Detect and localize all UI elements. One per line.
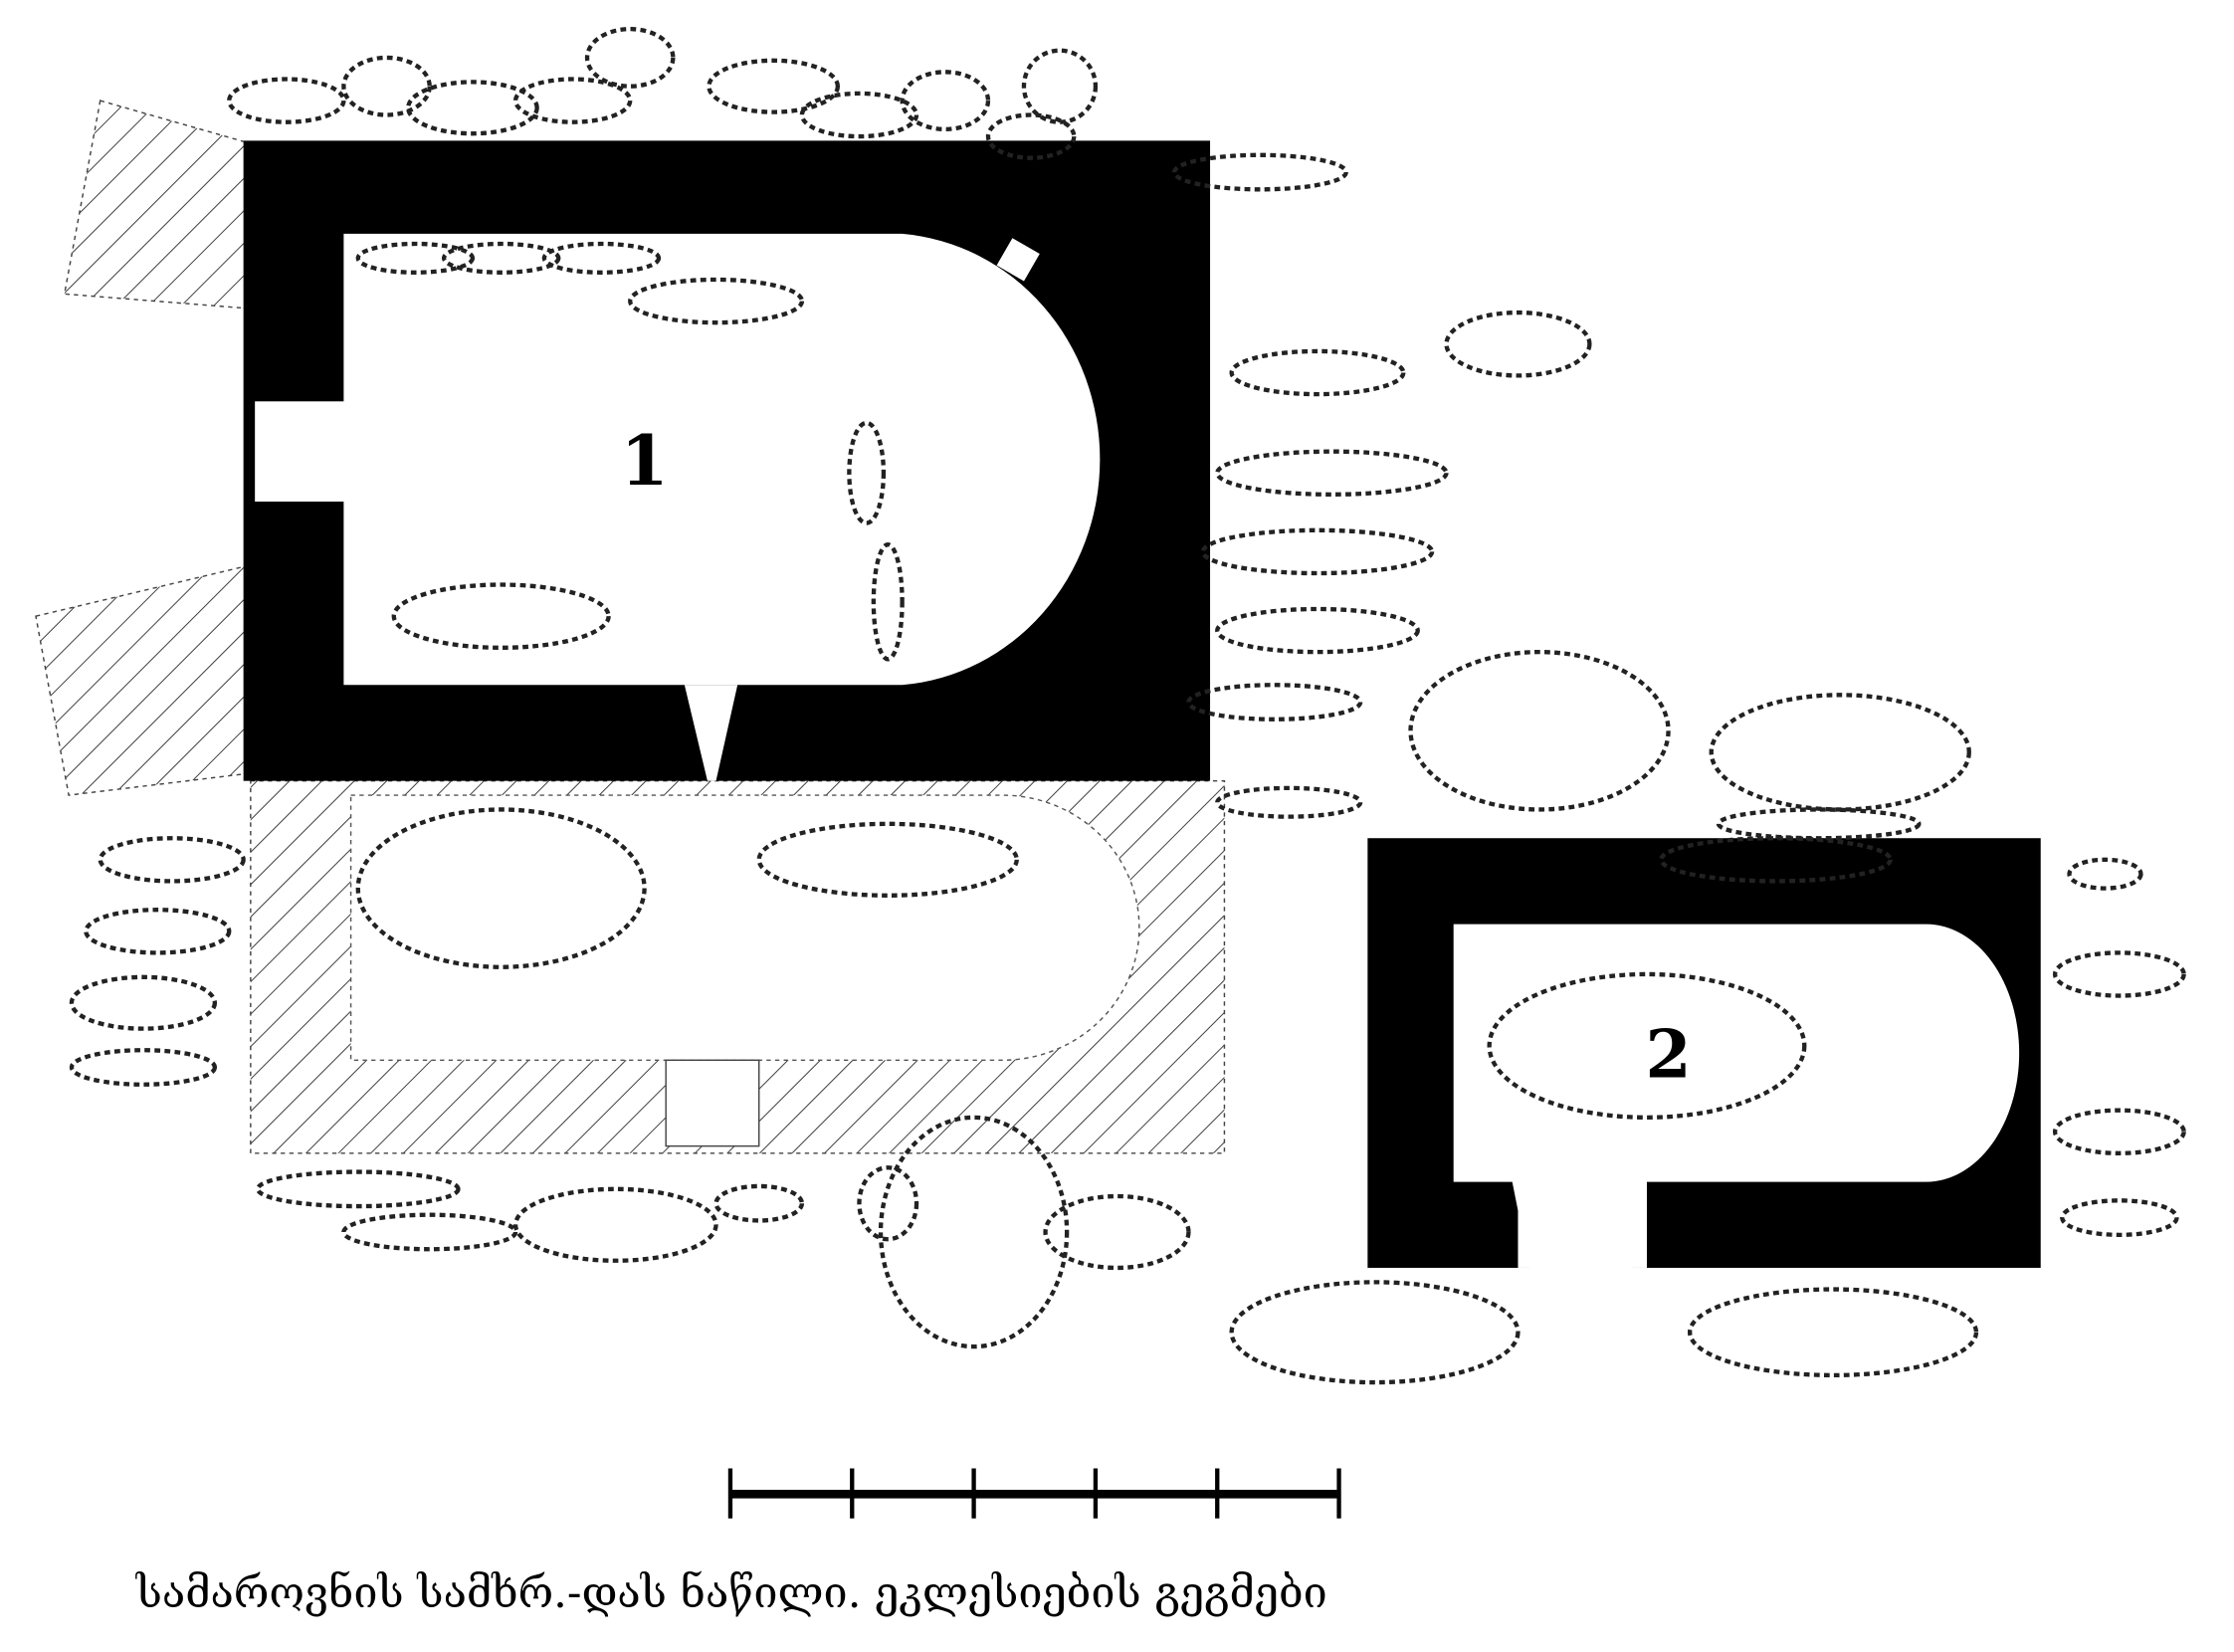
church-2-label: 2 bbox=[1646, 1016, 1692, 1094]
stone-outline bbox=[1043, 1193, 1191, 1271]
stone-outline bbox=[255, 1169, 461, 1209]
church-1-label: 1 bbox=[621, 421, 669, 502]
stone-outline bbox=[1709, 693, 1971, 812]
stone-outline bbox=[713, 1183, 805, 1223]
stone-outline bbox=[2052, 1108, 2186, 1155]
church-1-plan: 1 bbox=[243, 140, 1211, 781]
stone-outline bbox=[98, 836, 246, 884]
stone-outline bbox=[1215, 449, 1449, 498]
stone-outline bbox=[1229, 1280, 1521, 1385]
stone-outline bbox=[512, 77, 633, 124]
stone-outline bbox=[341, 55, 432, 117]
stone-outline bbox=[584, 26, 676, 89]
stone-outline bbox=[69, 974, 218, 1031]
stone-outline bbox=[1659, 836, 1893, 884]
stone-outline bbox=[847, 420, 887, 525]
stone-outline bbox=[857, 1165, 919, 1242]
stone-outline bbox=[1229, 348, 1406, 397]
stone-outline bbox=[756, 821, 1019, 898]
stone-outline bbox=[1687, 1287, 1979, 1378]
stone-outline bbox=[900, 70, 991, 132]
stone-outline bbox=[541, 241, 662, 275]
stone-outline bbox=[512, 1186, 718, 1263]
church-2-plan: 2 bbox=[1367, 838, 2041, 1268]
stone-outline bbox=[1215, 606, 1420, 655]
stone-outline bbox=[84, 908, 232, 955]
stone-outline bbox=[707, 58, 841, 114]
stone-outline bbox=[1444, 310, 1592, 378]
stone-outline bbox=[1200, 527, 1435, 576]
stone-outline bbox=[2067, 857, 2143, 891]
stone-outline bbox=[355, 241, 476, 275]
stone-outline bbox=[1215, 785, 1363, 819]
lower-building-plan bbox=[250, 779, 1226, 1154]
stone-outline bbox=[69, 1048, 218, 1087]
stone-outline bbox=[341, 1212, 518, 1252]
stone-outline bbox=[1021, 48, 1099, 124]
stone-outline bbox=[1186, 683, 1363, 722]
stone-outline bbox=[2060, 1198, 2179, 1238]
figure-caption: სამაროვნის სამხრ.-დას ნაწილი. ეკლესიების… bbox=[135, 1568, 1327, 1618]
stone-outline bbox=[1171, 152, 1348, 192]
stone-outline bbox=[355, 807, 647, 969]
stone-outline bbox=[799, 91, 919, 139]
stone-outline bbox=[2052, 950, 2186, 998]
stone-outline bbox=[227, 77, 346, 124]
stone-outline bbox=[871, 542, 905, 662]
stone-outline bbox=[985, 112, 1077, 160]
stone-outline bbox=[405, 80, 539, 136]
scale-bar bbox=[727, 1468, 1341, 1519]
hatched-wall-nw bbox=[63, 100, 252, 310]
stone-outline bbox=[628, 277, 805, 325]
hatched-wall-sw bbox=[35, 564, 248, 796]
stone-outline bbox=[1716, 807, 1922, 841]
stone-outline bbox=[878, 1115, 1070, 1349]
stone-outlines bbox=[69, 26, 2186, 1385]
stone-outline bbox=[1408, 649, 1671, 812]
stone-outline bbox=[441, 241, 561, 275]
